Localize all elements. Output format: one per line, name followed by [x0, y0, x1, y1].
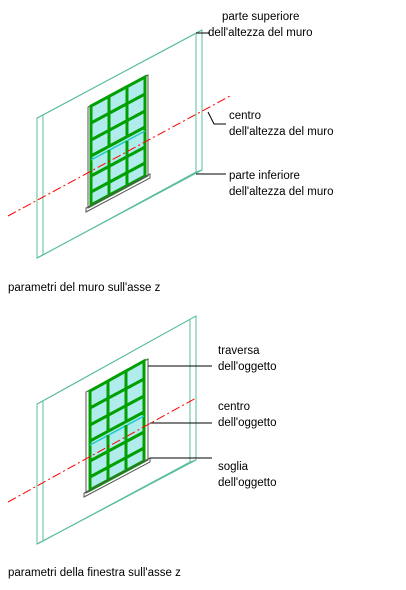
axis-line [7, 397, 197, 503]
label-wall-center-line1: centro [229, 110, 261, 122]
caption-wall: parametri del muro sull'asse z [8, 282, 161, 294]
label-window-head-line2: dell'oggetto [218, 361, 276, 373]
window-unit [85, 74, 151, 213]
label-wall-top-line1: parte superiore [222, 11, 299, 23]
label-wall-center-line2: dell'altezza del muro [229, 126, 333, 138]
label-window-sill-line1: soglia [218, 461, 249, 473]
label-wall-bottom-line2: dell'altezza del muro [229, 186, 333, 198]
label-wall-top-line2: dell'altezza del muro [208, 27, 312, 39]
caption-window: parametri della finestra sull'asse z [8, 567, 181, 579]
window-unit [83, 358, 151, 498]
leader-lines [196, 32, 226, 175]
label-wall-bottom-line1: parte inferiore [229, 170, 300, 182]
wall-slab [36, 29, 203, 259]
figure-window-parameters: traversa dell'oggetto centro dell'oggett… [7, 315, 276, 579]
axis-line [7, 95, 231, 217]
leader-lines [148, 365, 212, 459]
label-window-sill-line2: dell'oggetto [218, 477, 276, 489]
label-window-center-line1: centro [218, 401, 250, 413]
figure-wall-parameters: parte superiore dell'altezza del muro ce… [7, 11, 333, 294]
wall-slab [36, 315, 197, 545]
label-window-head-line1: traversa [218, 345, 260, 357]
label-window-center-line2: dell'oggetto [218, 417, 276, 429]
